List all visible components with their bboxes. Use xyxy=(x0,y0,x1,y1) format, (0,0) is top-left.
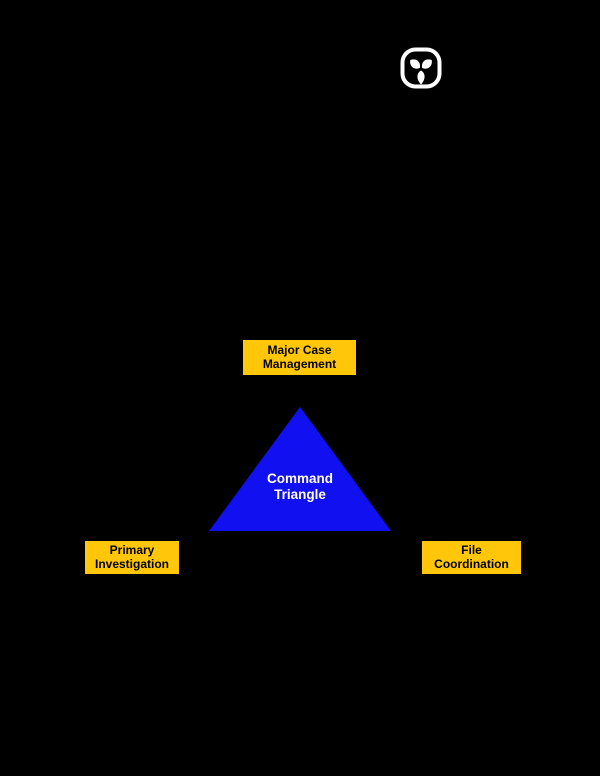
major-case-management-box: Major Case Management xyxy=(242,339,357,376)
command-triangle-shape xyxy=(209,407,391,531)
primary-investigation-box: Primary Investigation xyxy=(84,540,180,575)
command-triangle-label-line1: Command xyxy=(266,471,333,486)
file-coordination-label-line2: Coordination xyxy=(434,556,509,571)
command-triangle-label-line2: Triangle xyxy=(274,487,326,502)
trillium-logo-icon xyxy=(400,47,442,89)
file-coordination-label-line1: File xyxy=(461,543,482,557)
primary-investigation-label-line1: Primary xyxy=(109,543,155,557)
major-case-management-label-line1: Major Case xyxy=(267,343,332,357)
file-coordination-box: File Coordination xyxy=(421,540,522,575)
major-case-management-label-line2: Management xyxy=(262,356,337,371)
command-triangle-label: Command Triangle xyxy=(209,471,391,503)
primary-investigation-label-line2: Investigation xyxy=(94,556,169,571)
